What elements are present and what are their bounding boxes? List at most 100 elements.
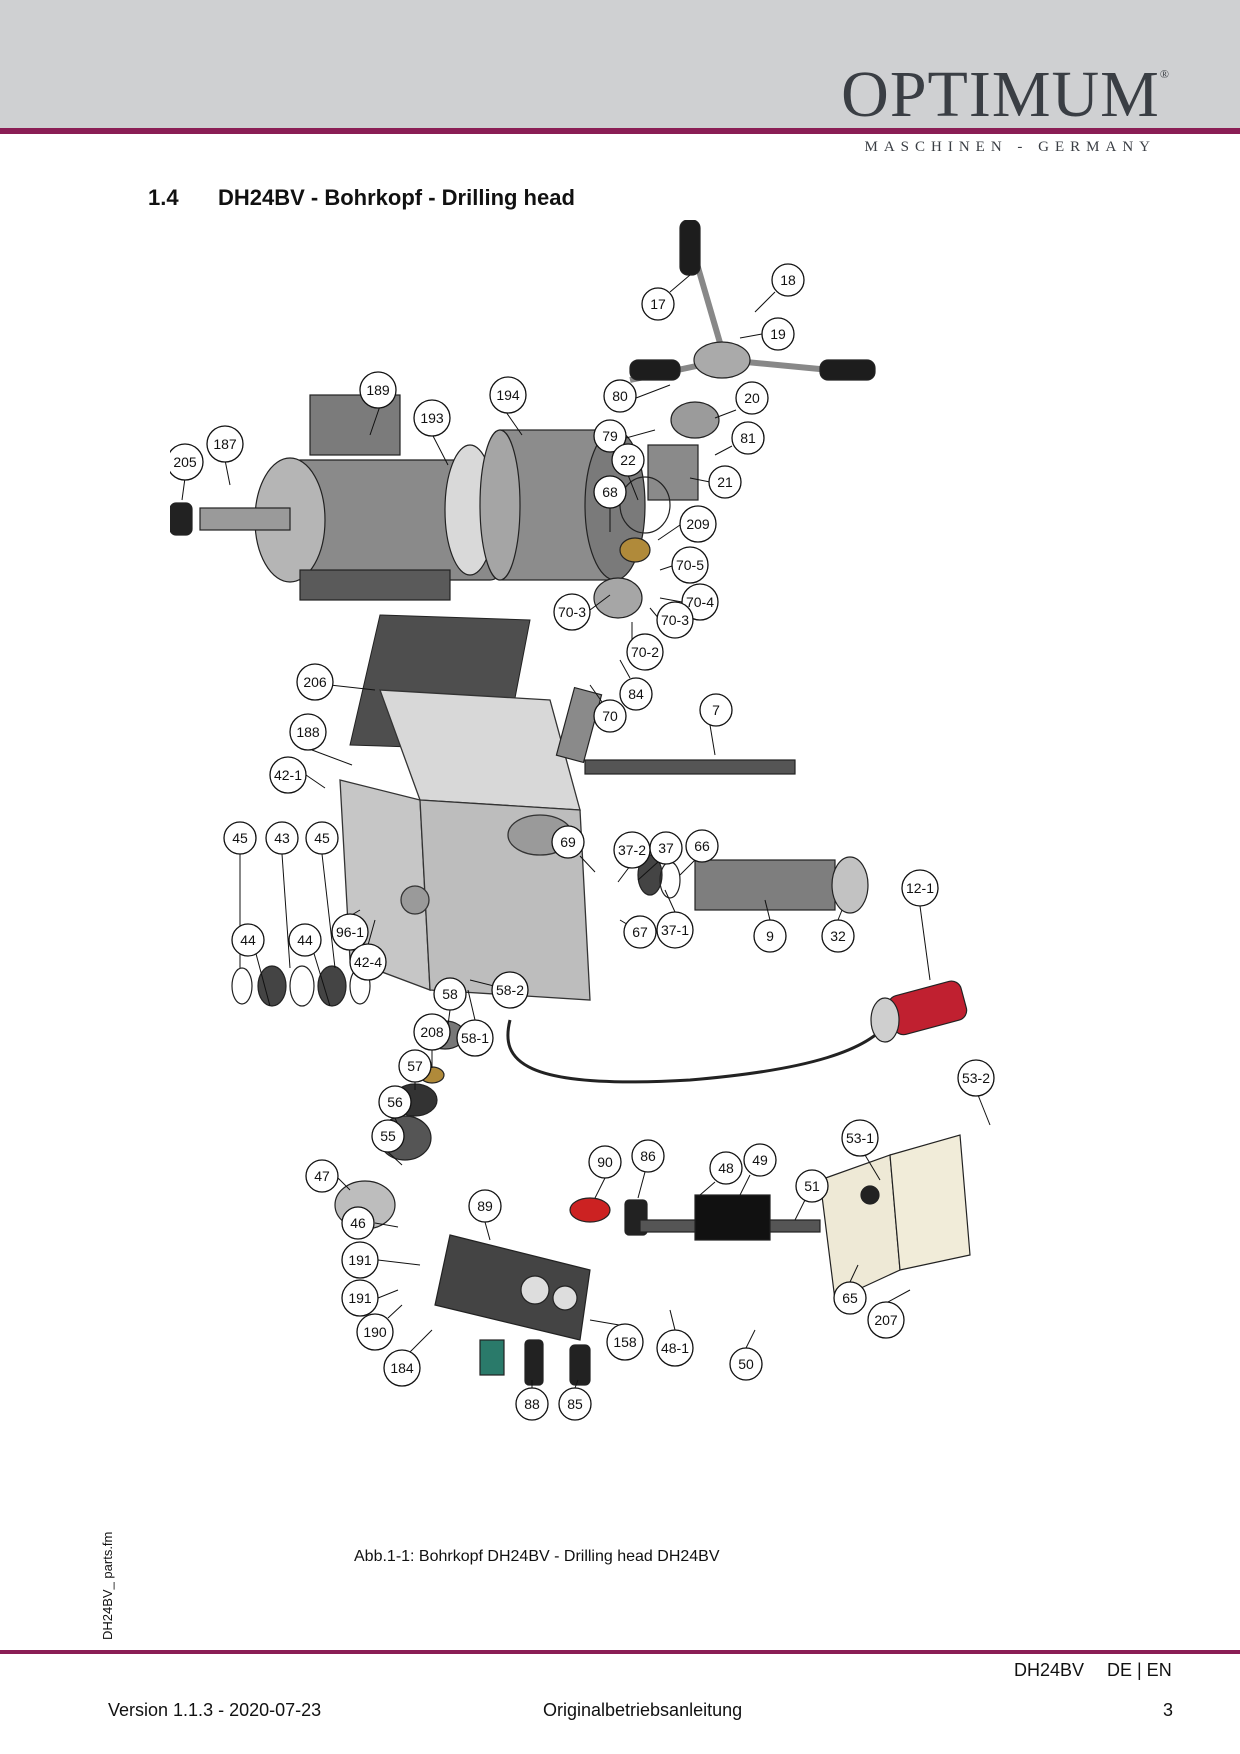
svg-text:57: 57 [407, 1058, 423, 1074]
svg-text:68: 68 [602, 484, 618, 500]
svg-text:37-2: 37-2 [618, 842, 646, 858]
exploded-parts-diagram: 17 18 19 20 80 79 81 21 22 68 209 70-5 7… [170, 220, 995, 1421]
callout-70-3a: 70-3 [553, 593, 611, 631]
callout-188: 188 [289, 713, 353, 766]
svg-text:191: 191 [348, 1290, 372, 1306]
svg-text:205: 205 [173, 454, 197, 470]
callout-48-1: 48-1 [656, 1309, 694, 1367]
svg-text:55: 55 [380, 1128, 396, 1144]
svg-text:194: 194 [496, 387, 520, 403]
svg-text:70-3: 70-3 [558, 604, 586, 620]
svg-text:17: 17 [650, 296, 666, 312]
svg-text:48-1: 48-1 [661, 1340, 689, 1356]
callout-184: 184 [383, 1329, 433, 1387]
svg-text:21: 21 [717, 474, 733, 490]
callout-32: 32 [821, 909, 855, 953]
callout-48: 48 [699, 1151, 743, 1196]
callout-43: 43 [265, 821, 299, 969]
callout-70-2: 70-2 [626, 622, 664, 671]
callout-55: 55 [371, 1119, 405, 1166]
svg-text:46: 46 [350, 1215, 366, 1231]
feed-handle-illustration [593, 220, 876, 619]
callout-90: 90 [588, 1145, 622, 1199]
svg-text:42-1: 42-1 [274, 767, 302, 783]
svg-text:188: 188 [296, 724, 320, 740]
svg-text:45: 45 [232, 830, 248, 846]
svg-text:85: 85 [567, 1396, 583, 1412]
callout-42-1: 42-1 [269, 756, 326, 794]
callout-65: 65 [833, 1264, 867, 1315]
callout-191a: 191 [341, 1241, 421, 1279]
callout-57: 57 [398, 1049, 432, 1090]
callout-42-4: 42-4 [349, 919, 387, 981]
svg-text:42-4: 42-4 [354, 954, 382, 970]
callout-47: 47 [305, 1159, 351, 1193]
callout-81: 81 [714, 421, 765, 456]
footer-model: DH24BV [1014, 1660, 1085, 1680]
svg-text:191: 191 [348, 1252, 372, 1268]
section-number: 1.4 [148, 185, 179, 210]
callout-191b: 191 [341, 1279, 399, 1317]
svg-text:65: 65 [842, 1290, 858, 1306]
gearbox-illustration [339, 689, 591, 1001]
footer-rule [0, 1650, 1240, 1654]
page-number: 3 [1163, 1700, 1174, 1720]
callout-46: 46 [341, 1206, 399, 1240]
svg-text:48: 48 [718, 1160, 734, 1176]
callout-70: 70 [589, 684, 627, 733]
power-plug-illustration [506, 980, 968, 1084]
svg-text:84: 84 [628, 686, 644, 702]
callout-44a: 44 [231, 923, 271, 1007]
svg-text:89: 89 [477, 1198, 493, 1214]
svg-text:88: 88 [524, 1396, 540, 1412]
svg-text:50: 50 [738, 1356, 754, 1372]
brand-logo: OPTIMUM® [841, 58, 1170, 131]
callout-84: 84 [619, 659, 653, 711]
callout-22: 22 [611, 443, 645, 501]
callout-12-1: 12-1 [901, 869, 939, 981]
svg-text:22: 22 [620, 452, 636, 468]
svg-text:207: 207 [874, 1312, 898, 1328]
svg-text:37: 37 [658, 840, 674, 856]
footer-version: Version 1.1.3 - 2020-07-23 [108, 1700, 322, 1720]
svg-text:44: 44 [297, 932, 313, 948]
callout-70-3b: 70-3 [649, 601, 694, 639]
svg-text:184: 184 [390, 1360, 414, 1376]
svg-text:12-1: 12-1 [906, 880, 934, 896]
callout-53-2: 53-2 [957, 1059, 995, 1126]
callout-189: 189 [359, 371, 397, 436]
bearings-illustration [231, 965, 371, 1007]
svg-text:206: 206 [303, 674, 327, 690]
callout-194: 194 [489, 376, 527, 436]
header-band [0, 0, 1240, 128]
callout-18: 18 [754, 263, 805, 313]
svg-text:208: 208 [420, 1024, 444, 1040]
svg-text:81: 81 [740, 430, 756, 446]
callout-205: 205 [170, 443, 204, 501]
svg-text:47: 47 [314, 1168, 330, 1184]
svg-text:18: 18 [780, 272, 796, 288]
callout-96-1: 96-1 [331, 909, 369, 951]
footer-manual-title: Originalbetriebsanleitung [543, 1700, 743, 1720]
svg-text:70: 70 [602, 708, 618, 724]
callout-17: 17 [641, 274, 691, 321]
svg-text:32: 32 [830, 928, 846, 944]
svg-text:90: 90 [597, 1154, 613, 1170]
svg-text:19: 19 [770, 326, 786, 342]
svg-text:51: 51 [804, 1178, 820, 1194]
svg-text:7: 7 [712, 702, 720, 718]
svg-text:70-4: 70-4 [686, 594, 714, 610]
svg-text:37-1: 37-1 [661, 922, 689, 938]
svg-text:66: 66 [694, 838, 710, 854]
callout-19: 19 [739, 317, 795, 351]
callout-37: 37 [637, 831, 683, 881]
svg-text:58-1: 58-1 [461, 1030, 489, 1046]
svg-text:58: 58 [442, 986, 458, 1002]
svg-text:49: 49 [752, 1152, 768, 1168]
callout-21: 21 [689, 465, 742, 499]
figure-caption: Abb.1-1: Bohrkopf DH24BV - Drilling head… [354, 1548, 720, 1565]
callout-187: 187 [206, 425, 244, 486]
source-file-name: DH24BV_ parts.fm [100, 1531, 115, 1640]
svg-text:190: 190 [363, 1324, 387, 1340]
svg-text:43: 43 [274, 830, 290, 846]
